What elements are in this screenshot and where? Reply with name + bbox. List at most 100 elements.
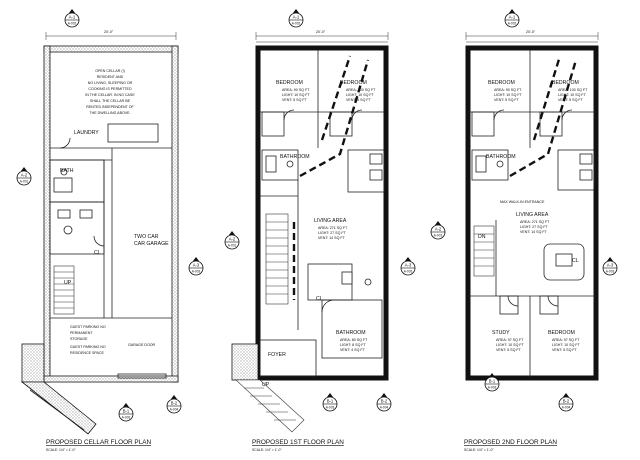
section-marker-a-2 bbox=[16, 167, 32, 186]
bubble-bottom-label: A-002 bbox=[292, 21, 301, 25]
room-area-note: LIGHT: 10 SQ FT bbox=[494, 93, 523, 97]
bubble-top-label: A-2 bbox=[229, 236, 236, 241]
room-label: BEDROOM bbox=[340, 80, 367, 86]
parking-note: RESIDENCE SPACE bbox=[70, 351, 104, 355]
top-dimension-cellar: 20'-0" bbox=[104, 30, 114, 34]
bubble-bottom-label: A-004 bbox=[380, 405, 389, 409]
parking-note: STORAGE bbox=[70, 337, 88, 341]
cellar-note: IN THE CELLAR. IN NO CASE bbox=[85, 93, 135, 97]
room-area-note: AREA: 271 SQ FT bbox=[520, 220, 550, 224]
cellar-note: RESIDENT AND bbox=[97, 75, 124, 79]
bubble-bottom-label: A-003 bbox=[192, 269, 201, 273]
bubble-bottom-label: A-002 bbox=[68, 21, 77, 25]
room-area-note: MAX WALK-IN ENTRANCE bbox=[500, 200, 545, 204]
room-label: BATHROOM bbox=[280, 154, 310, 160]
section-marker-a-3 bbox=[400, 257, 416, 276]
bubble-top-label: B-2 bbox=[563, 398, 570, 403]
parking-note: PERMANENT bbox=[70, 331, 93, 335]
room-label: BEDROOM bbox=[276, 80, 303, 86]
room-label: UP bbox=[64, 280, 72, 286]
plan-scale-cellar: SCALE: 1/4" = 1'-0" bbox=[46, 448, 76, 452]
plan-title-first: PROPOSED 1ST FLOOR PLAN bbox=[252, 439, 344, 446]
cellar-note: NO LIVING, SLEEPING OR bbox=[88, 81, 133, 85]
top-dimension-first: 20'-0" bbox=[316, 30, 326, 34]
room-area-note: VENT: 5 SQ FT bbox=[494, 98, 520, 102]
room-area-note: VENT: 5 SQ FT bbox=[558, 98, 584, 102]
section-marker-a-2 bbox=[430, 221, 446, 240]
room-label: CAR GARAGE bbox=[134, 241, 169, 247]
room-area-note: VENT: 5 SQ FT bbox=[496, 348, 522, 352]
bubble-bottom-label: A-003 bbox=[488, 385, 497, 389]
bubble-top-label: A-1 bbox=[509, 14, 516, 19]
room-area-note: AREA: 97 SQ FT bbox=[552, 338, 580, 342]
room-area-note: LIGHT: 10 SQ FT bbox=[282, 93, 311, 97]
bubble-top-label: A-1 bbox=[69, 14, 76, 19]
room-area-note: LIGHT: 27 SQ FT bbox=[520, 225, 549, 229]
room-area-note: AREA: 90 SQ FT bbox=[282, 88, 310, 92]
room-label: TWO CAR bbox=[134, 234, 159, 240]
room-area-note: VENT: 4 SQ FT bbox=[340, 348, 366, 352]
bubble-bottom-label: A-004 bbox=[170, 407, 179, 411]
room-area-note: LIGHT: 10 SQ FT bbox=[552, 343, 581, 347]
bubble-top-label: A-2 bbox=[435, 226, 442, 231]
room-area-note: VENT: 5 SQ FT bbox=[346, 98, 372, 102]
bubble-top-label: A-3 bbox=[607, 262, 614, 267]
bubble-bottom-label: A-002 bbox=[508, 21, 517, 25]
room-label: CL bbox=[572, 258, 579, 264]
room-area-note: VENT: 14 SQ FT bbox=[520, 230, 548, 234]
plan-title-cellar: PROPOSED CELLAR FLOOR PLAN bbox=[46, 439, 152, 446]
cellar-note: SHALL THE CELLAR BE bbox=[90, 99, 131, 103]
room-label: LIVING AREA bbox=[516, 212, 549, 218]
room-area-note: AREA: 90 SQ FT bbox=[494, 88, 522, 92]
room-area-note: VENT: 5 SQ FT bbox=[552, 348, 578, 352]
parking-note: GUEST PARKING NO bbox=[70, 345, 106, 349]
bubble-bottom-label: A-003 bbox=[404, 269, 413, 273]
bubble-bottom-label: A-003 bbox=[606, 269, 615, 273]
room-label: BEDROOM bbox=[488, 80, 515, 86]
room-label: STUDY bbox=[492, 330, 510, 336]
room-area-note: AREA: 97 SQ FT bbox=[496, 338, 524, 342]
bubble-top-label: B-2 bbox=[381, 398, 388, 403]
section-marker-a-3 bbox=[602, 257, 618, 276]
cellar-note: OPEN CELLAR (!) bbox=[95, 69, 125, 73]
cellar-plan bbox=[20, 32, 179, 435]
room-area-note: AREA: 100 SQ FT bbox=[558, 88, 588, 92]
parking-note: GUEST PARKING NO bbox=[70, 325, 106, 329]
bubble-top-label: A-3 bbox=[193, 262, 200, 267]
bubble-top-label: B-2 bbox=[171, 400, 178, 405]
section-marker-b-2 bbox=[166, 395, 182, 414]
bubble-bottom-label: A-001 bbox=[434, 233, 443, 237]
room-label: BATHROOM bbox=[486, 154, 516, 160]
first-floor-plan bbox=[231, 32, 389, 433]
room-area-note: AREA: 80 SQ FT bbox=[340, 338, 368, 342]
room-label: BATHROOM bbox=[336, 330, 366, 336]
room-area-note: LIGHT: 10 SQ FT bbox=[346, 93, 375, 97]
room-area-note: LIGHT: 10 SQ FT bbox=[558, 93, 587, 97]
room-label: LIVING AREA bbox=[314, 218, 347, 224]
room-label: LAUNDRY bbox=[74, 130, 99, 136]
section-marker-a-3 bbox=[188, 257, 204, 276]
section-marker-a-1 bbox=[64, 9, 80, 28]
bubble-top-label: A-3 bbox=[405, 262, 412, 267]
bubble-bottom-label: A-001 bbox=[20, 179, 29, 183]
room-label: BEDROOM bbox=[552, 80, 579, 86]
room-label: CL bbox=[94, 250, 101, 256]
section-marker-a-1 bbox=[504, 9, 520, 28]
room-area-note: VENT: 14 SQ FT bbox=[318, 236, 346, 240]
bubble-top-label: B-1 bbox=[123, 408, 130, 413]
top-dimension-second: 20'-0" bbox=[526, 30, 536, 34]
room-area-note: AREA: 271 SQ FT bbox=[318, 226, 348, 230]
cellar-note: COOKING IS PERMITTED bbox=[88, 87, 132, 91]
room-label: DN bbox=[478, 234, 486, 240]
cellar-note: RENTED INDEPENDENT OF bbox=[86, 105, 134, 109]
room-label: BATH bbox=[60, 168, 74, 174]
parking-note: GARAGE DOOR bbox=[128, 343, 156, 347]
room-area-note: LIGHT: 27 SQ FT bbox=[318, 231, 347, 235]
room-label: CL bbox=[316, 296, 323, 302]
bubble-bottom-label: A-003 bbox=[122, 415, 131, 419]
bubble-top-label: B-1 bbox=[327, 398, 334, 403]
second-floor-plan bbox=[465, 32, 599, 381]
cellar-note: THE DWELLING ABOVE. bbox=[89, 111, 130, 115]
room-area-note: VENT: 5 SQ FT bbox=[282, 98, 308, 102]
